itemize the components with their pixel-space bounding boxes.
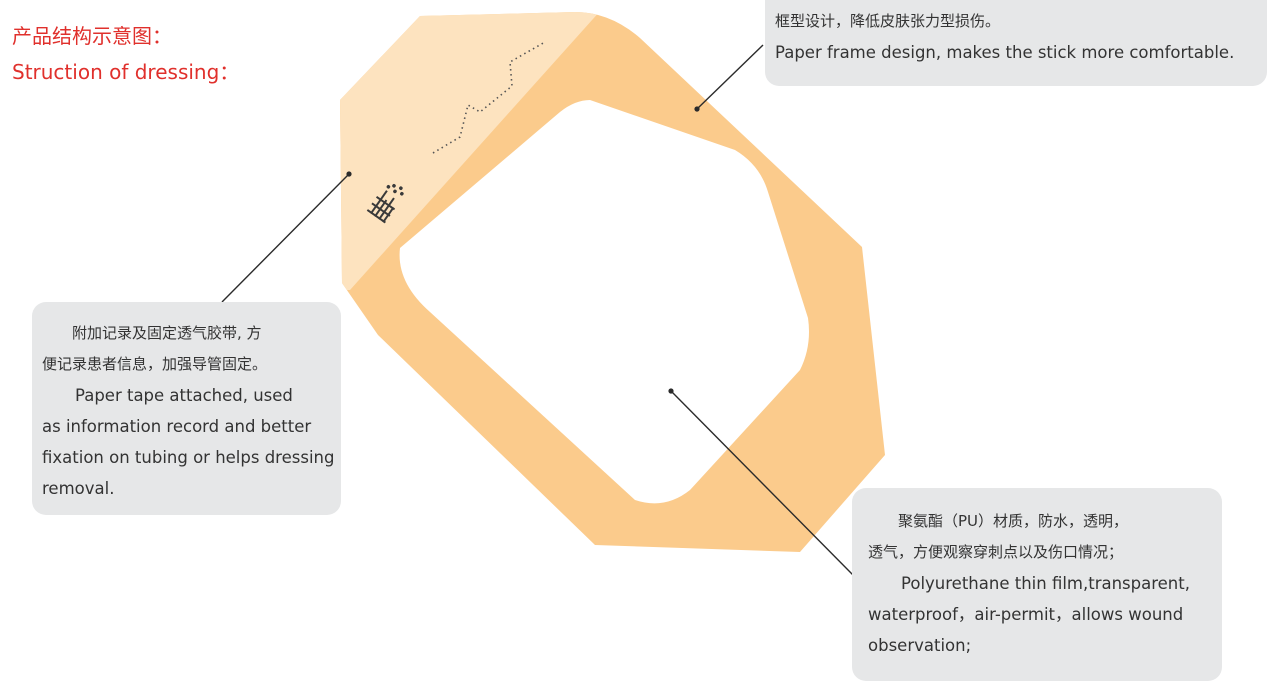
callout-paper-tape: 附加记录及固定透气胶带, 方 便记录患者信息，加强导管固定。 Paper tap… bbox=[32, 302, 341, 515]
paper-tape bbox=[340, 12, 610, 290]
callout-tape-zh-line2: 便记录患者信息，加强导管固定。 bbox=[42, 355, 268, 373]
tape-print-mark bbox=[366, 184, 404, 224]
leader-line-frame bbox=[696, 44, 764, 110]
page-title-en: Struction of dressing： bbox=[12, 60, 240, 84]
leader-line-tape bbox=[221, 173, 350, 303]
callout-film-en-line3: observation; bbox=[868, 636, 972, 655]
callout-frame-en: Paper frame design, makes the stick more… bbox=[775, 43, 1235, 62]
tape-perforation-line bbox=[432, 41, 546, 154]
callout-tape-en-line2: as information record and better bbox=[42, 417, 312, 436]
callout-frame-design: 框型设计，降低皮肤张力型损伤。 Paper frame design, make… bbox=[765, 0, 1267, 86]
leader-dot-frame bbox=[694, 106, 700, 112]
leader-line-film bbox=[670, 390, 854, 576]
callout-tape-en-line3: fixation on tubing or helps dressing bbox=[42, 448, 335, 467]
callout-tape-en-line1: Paper tape attached, used bbox=[75, 386, 293, 405]
callout-film-en-line2: waterproof，air-permit，allows wound bbox=[868, 605, 1184, 624]
dressing-frame bbox=[340, 12, 885, 552]
callout-tape-en-line4: removal. bbox=[42, 479, 115, 498]
callout-film-zh-line2: 透气，方便观察穿刺点以及伤口情况； bbox=[868, 543, 1124, 561]
page-title-zh: 产品结构示意图： bbox=[12, 24, 172, 48]
callout-pu-film: 聚氨酯（PU）材质，防水，透明， 透气，方便观察穿刺点以及伤口情况； Polyu… bbox=[852, 488, 1222, 681]
leader-lines bbox=[221, 44, 854, 576]
callout-tape-zh-line1: 附加记录及固定透气胶带, 方 bbox=[72, 324, 262, 342]
callout-film-zh-line1: 聚氨酯（PU）材质，防水，透明， bbox=[898, 512, 1129, 530]
leader-dot-film bbox=[668, 388, 674, 394]
page-title: 产品结构示意图： Struction of dressing： bbox=[12, 18, 239, 90]
leader-dot-tape bbox=[346, 171, 352, 177]
callout-film-en-line1: Polyurethane thin film,transparent, bbox=[901, 574, 1190, 593]
callout-frame-zh: 框型设计，降低皮肤张力型损伤。 bbox=[775, 12, 1001, 30]
